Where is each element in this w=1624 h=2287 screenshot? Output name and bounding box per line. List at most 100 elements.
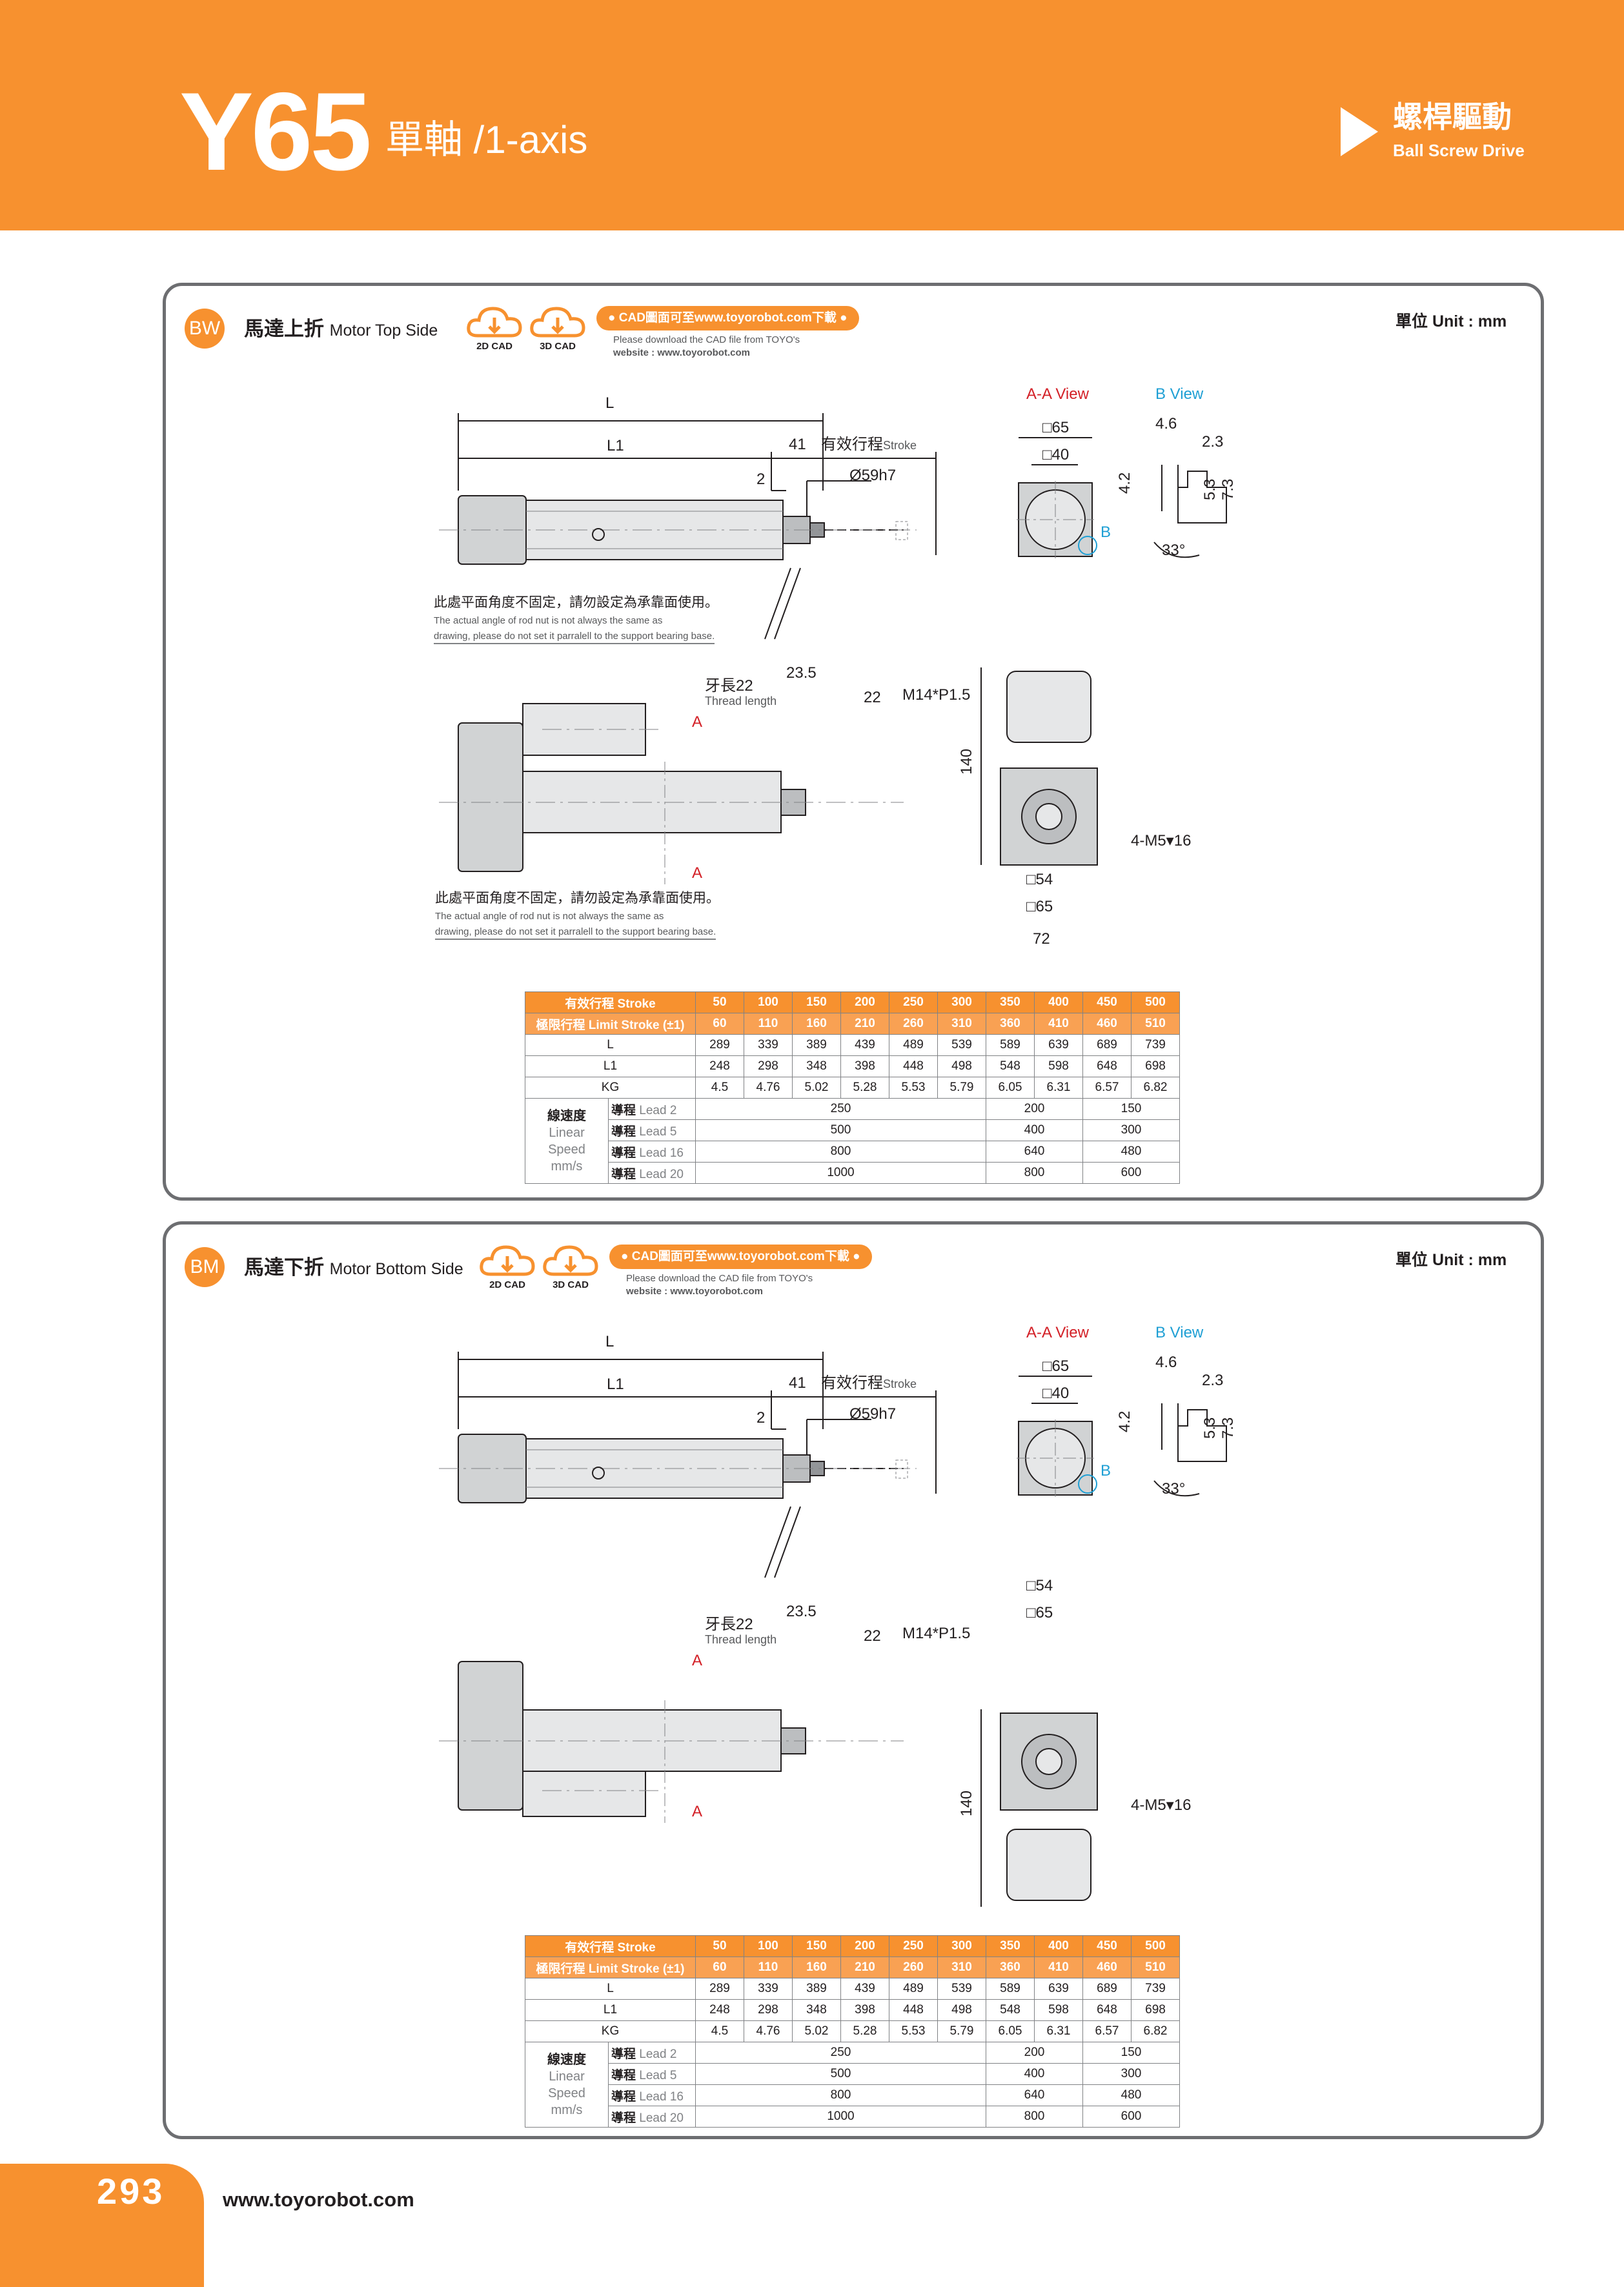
- page-number-tab: [0, 2164, 204, 2287]
- dim-ang: 33°: [1162, 1480, 1185, 1498]
- speed-b: 800: [986, 2106, 1083, 2128]
- speed-c: 480: [1082, 1141, 1180, 1163]
- b-view-label: B View: [1155, 385, 1204, 403]
- stroke-cell: 450: [1082, 1935, 1132, 1957]
- lead-label: 導程 Lead 2: [608, 2042, 696, 2064]
- limit-cell: 60: [695, 1013, 744, 1035]
- value-cell: 6.57: [1082, 2020, 1132, 2042]
- dim-d140: 140: [958, 749, 975, 775]
- dim-d2: 2: [756, 471, 765, 488]
- value-cell: 548: [986, 1999, 1035, 2021]
- limit-cell: 210: [840, 1957, 889, 1978]
- value-cell: 389: [792, 1978, 841, 2000]
- limit-cell: 60: [695, 1957, 744, 1978]
- stroke-cell: 200: [840, 1935, 889, 1957]
- rod-nut-warning-zh: 此處平面角度不固定，請勿設定為承靠面使用。: [434, 595, 718, 610]
- stroke-cell: 300: [937, 1935, 986, 1957]
- limit-cell: 510: [1131, 1013, 1180, 1035]
- limit-cell: 310: [937, 1013, 986, 1035]
- value-cell: 6.05: [986, 1077, 1035, 1099]
- dim-d53: 5.3: [1201, 479, 1219, 500]
- speed-c: 150: [1082, 1098, 1180, 1120]
- section-title-zh: 馬達上折: [244, 318, 324, 340]
- value-cell: 6.31: [1034, 2020, 1083, 2042]
- limit-cell: 110: [744, 1957, 793, 1978]
- value-cell: 548: [986, 1055, 1035, 1077]
- cad-download-pill[interactable]: ● CAD圖面可至www.toyorobot.com下載 ●: [609, 1245, 872, 1269]
- value-cell: 639: [1034, 1034, 1083, 1056]
- speed-b: 200: [986, 2042, 1083, 2064]
- value-cell: 5.53: [889, 1077, 938, 1099]
- cad-2d-download-icon[interactable]: 2D CAD: [478, 1242, 537, 1290]
- dim-d41: 41: [789, 1374, 806, 1392]
- lead-label: 導程 Lead 20: [608, 1162, 696, 1184]
- section-a-lower: A: [692, 864, 702, 882]
- value-cell: 589: [986, 1978, 1035, 2000]
- value-cell: 448: [889, 1999, 938, 2021]
- limit-cell: 510: [1131, 1957, 1180, 1978]
- dim-d73: 7.3: [1219, 479, 1237, 500]
- limit-cell: 260: [889, 1957, 938, 1978]
- limit-cell: 260: [889, 1013, 938, 1035]
- b-marker: B: [1101, 1462, 1111, 1479]
- dim-sq54: □54: [1026, 1577, 1053, 1594]
- value-cell: 639: [1034, 1978, 1083, 2000]
- rod-nut-warning-en-1: The actual angle of rod nut is not alway…: [434, 615, 663, 626]
- aa-view-label: A-A View: [1026, 1324, 1090, 1341]
- cad-2d-label: 2D CAD: [489, 1279, 525, 1290]
- dim-m5: 4-M5▾16: [1131, 1796, 1191, 1814]
- speed-a: 800: [695, 2084, 986, 2106]
- cad-3d-download-icon[interactable]: 3D CAD: [528, 303, 587, 352]
- dim-thread-en: Thread length: [705, 695, 776, 707]
- value-cell: 598: [1034, 1055, 1083, 1077]
- value-cell: 348: [792, 1055, 841, 1077]
- value-cell: 589: [986, 1034, 1035, 1056]
- limit-cell: 160: [792, 1013, 841, 1035]
- dim-stroke-zh: 有效行程: [821, 1374, 883, 1392]
- th-limit: 極限行程 Limit Stroke (±1): [525, 1957, 696, 1978]
- cad-download-pill[interactable]: ● CAD圖面可至www.toyorobot.com下載 ●: [596, 306, 859, 330]
- cad-2d-download-icon[interactable]: 2D CAD: [465, 303, 524, 352]
- speed-a: 250: [695, 2042, 986, 2064]
- speed-c: 600: [1082, 2106, 1180, 2128]
- value-cell: 4.5: [695, 1077, 744, 1099]
- unit-label: 單位 Unit : mm: [1396, 312, 1507, 330]
- dim-d42: 4.2: [1116, 1411, 1133, 1432]
- value-cell: 348: [792, 1999, 841, 2021]
- stroke-cell: 50: [695, 991, 744, 1013]
- value-cell: 698: [1131, 1055, 1180, 1077]
- limit-cell: 210: [840, 1013, 889, 1035]
- dim-stroke-en: Stroke: [883, 439, 917, 452]
- value-cell: 689: [1082, 1034, 1132, 1056]
- stroke-cell: 200: [840, 991, 889, 1013]
- cad-3d-download-icon[interactable]: 3D CAD: [541, 1242, 600, 1290]
- speed-c: 150: [1082, 2042, 1180, 2064]
- aa-view-label: A-A View: [1026, 385, 1090, 403]
- value-cell: 6.05: [986, 2020, 1035, 2042]
- limit-cell: 110: [744, 1013, 793, 1035]
- value-cell: 539: [937, 1978, 986, 2000]
- lead-label: 導程 Lead 16: [608, 2084, 696, 2106]
- section-badge: BW: [185, 309, 225, 349]
- value-cell: 739: [1131, 1034, 1180, 1056]
- dim-d41: 41: [789, 436, 806, 453]
- lead-label: 導程 Lead 20: [608, 2106, 696, 2128]
- value-cell: 398: [840, 1055, 889, 1077]
- limit-cell: 460: [1082, 1013, 1132, 1035]
- value-cell: 5.28: [840, 1077, 889, 1099]
- value-cell: 339: [744, 1978, 793, 2000]
- dim-dia: Ø59h7: [849, 1405, 896, 1423]
- stroke-cell: 500: [1131, 1935, 1180, 1957]
- dim-d46: 4.6: [1155, 415, 1177, 432]
- value-cell: 6.31: [1034, 1077, 1083, 1099]
- axis-subtitle: 單軸 /1-axis: [385, 118, 588, 161]
- dim-sq65: □65: [1042, 419, 1069, 436]
- speed-b: 400: [986, 2063, 1083, 2085]
- stroke-cell: 300: [937, 991, 986, 1013]
- dim-sq54: □54: [1026, 871, 1053, 888]
- lead-label: 導程 Lead 2: [608, 1098, 696, 1120]
- speed-a: 1000: [695, 1162, 986, 1184]
- value-cell: 539: [937, 1034, 986, 1056]
